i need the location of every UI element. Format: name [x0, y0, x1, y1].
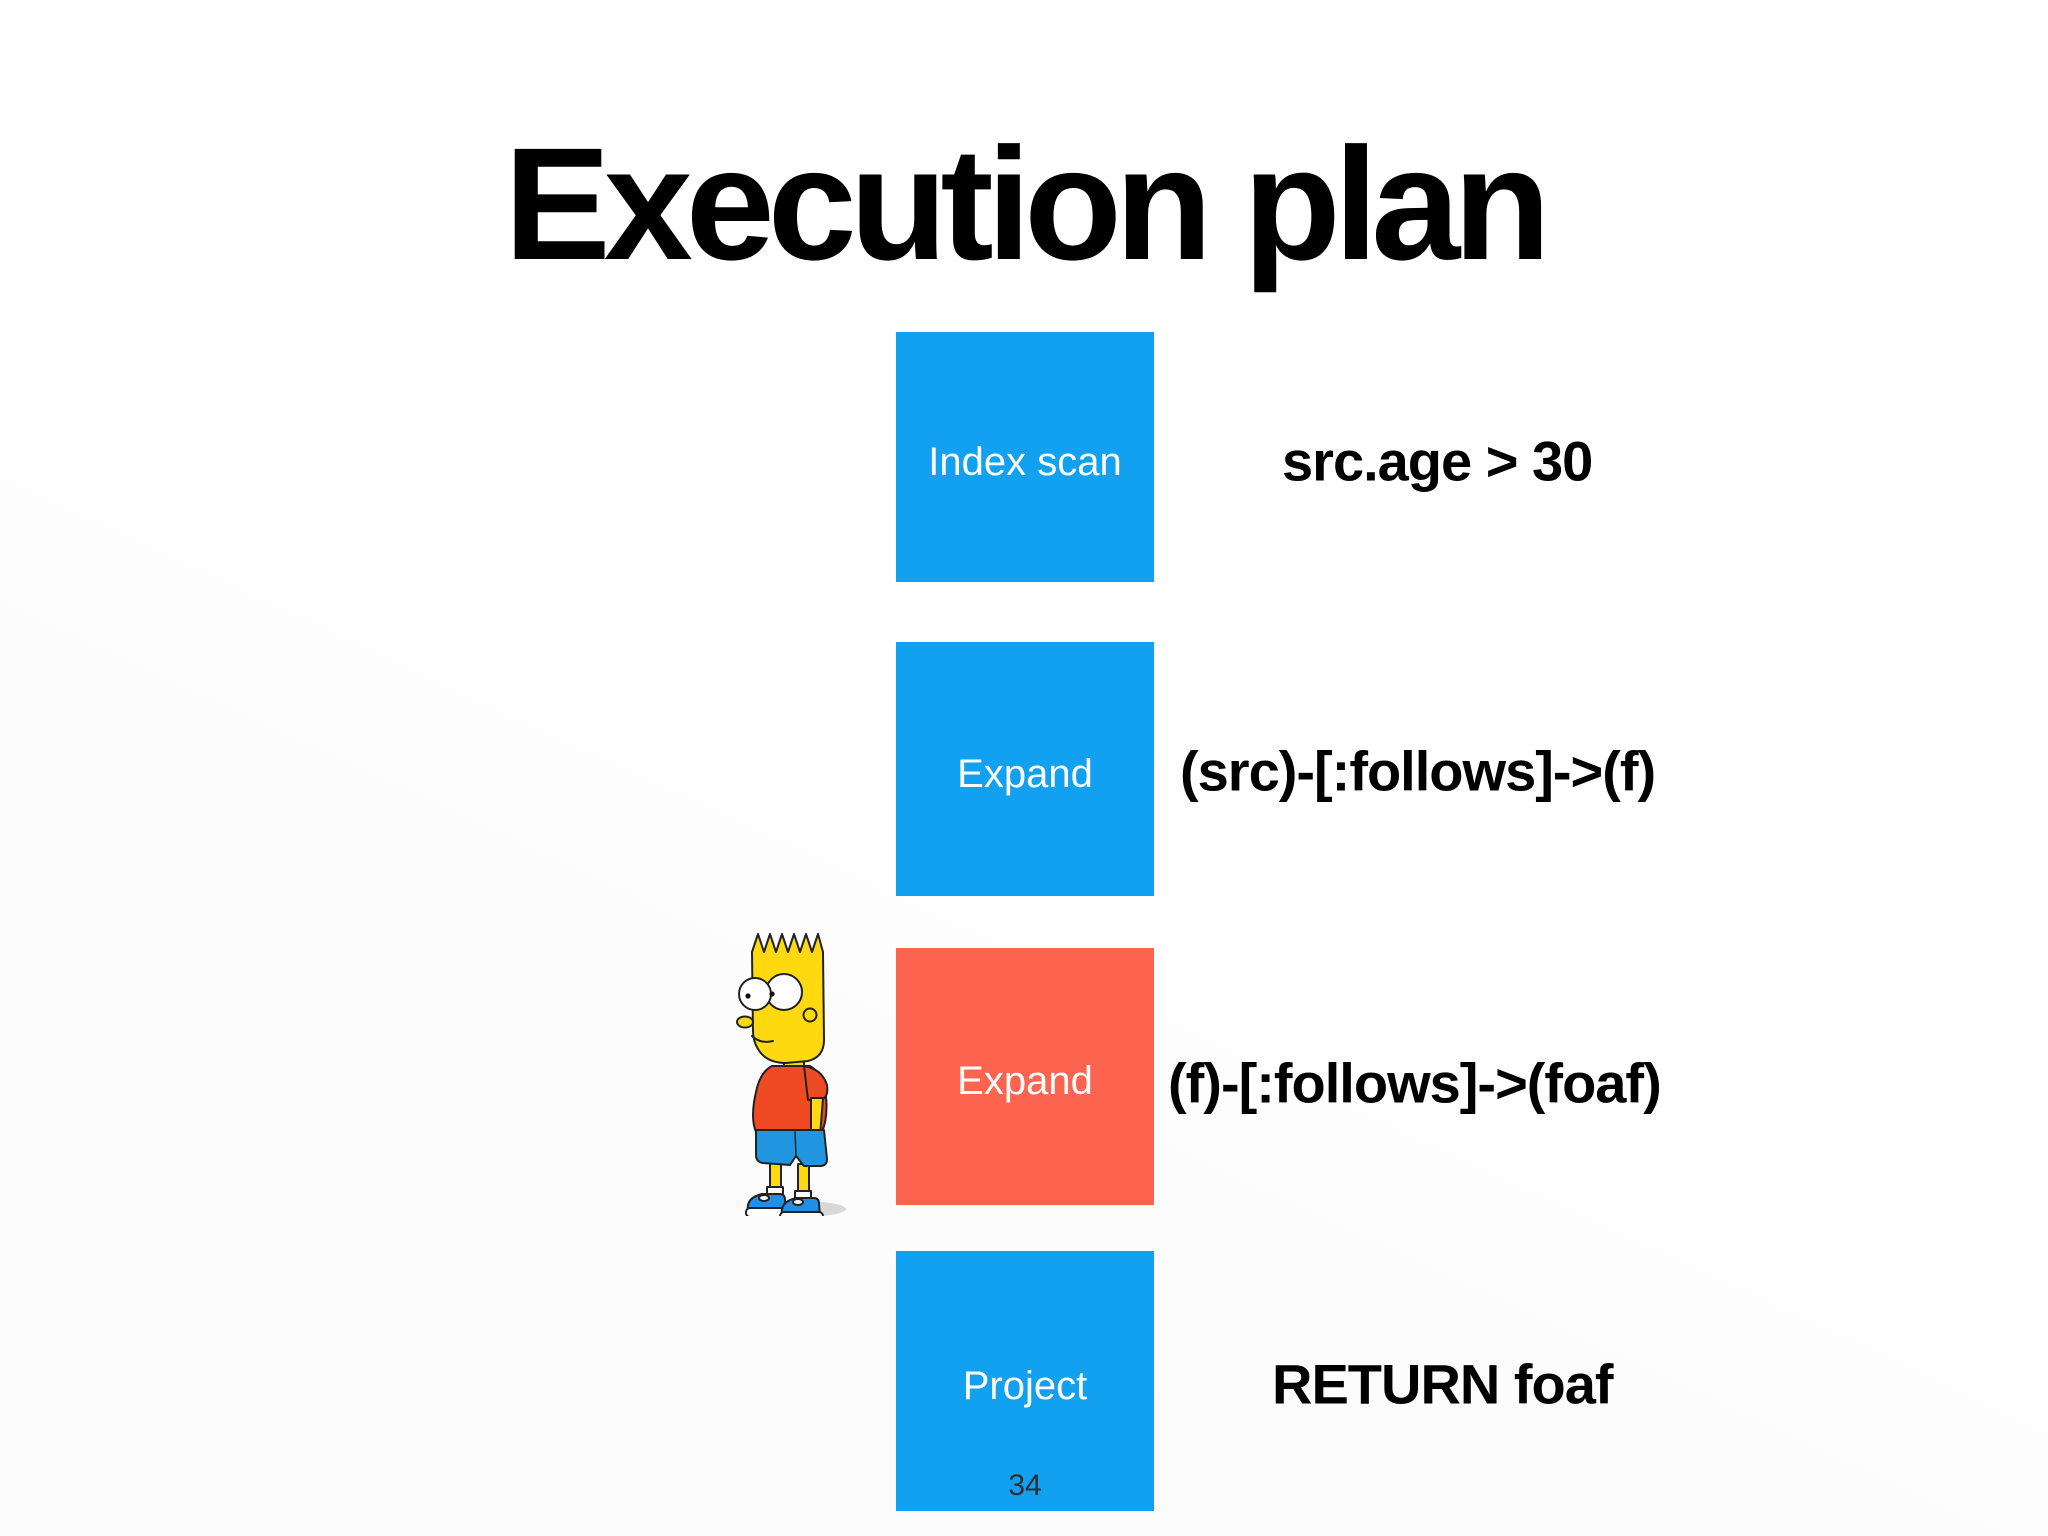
- plan-step-annotation: (src)-[:follows]->(f): [1180, 739, 1656, 803]
- plan-step-label: Index scan: [928, 439, 1122, 484]
- plan-step-box-project: Project 34: [896, 1251, 1154, 1511]
- plan-step-label: Expand: [957, 751, 1093, 796]
- plan-step-annotation: (f)-[:follows]->(foaf): [1168, 1051, 1662, 1115]
- page-number: 34: [1008, 1469, 1042, 1502]
- plan-step-label: Expand: [957, 1059, 1093, 1103]
- plan-step-box-expand-2: Expand: [896, 948, 1154, 1205]
- page-title: Execution plan: [504, 114, 1551, 293]
- plan-step-box-index-scan: Index scan: [896, 332, 1154, 582]
- plan-step-label: Project: [962, 1363, 1088, 1408]
- bart-simpson-icon: [736, 933, 846, 1216]
- plan-step-box-expand-1: Expand: [896, 642, 1154, 896]
- plan-step-annotation: RETURN foaf: [1272, 1352, 1614, 1416]
- plan-step-annotation: src.age > 30: [1282, 429, 1593, 493]
